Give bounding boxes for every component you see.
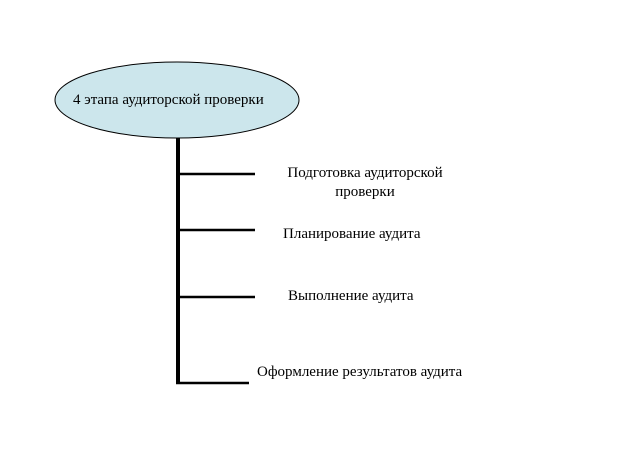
stage-2-label: Планирование аудита bbox=[283, 226, 421, 242]
stage-4-label: Оформление результатов аудита bbox=[257, 364, 463, 380]
root-label: 4 этапа аудиторской проверки bbox=[73, 92, 264, 108]
stage-3-label: Выполнение аудита bbox=[288, 288, 414, 304]
stage-1-label: Подготовка аудиторской проверки bbox=[278, 164, 452, 202]
stage-1-line2: проверки bbox=[335, 184, 395, 200]
stage-1-line1: Подготовка аудиторской bbox=[287, 165, 443, 181]
